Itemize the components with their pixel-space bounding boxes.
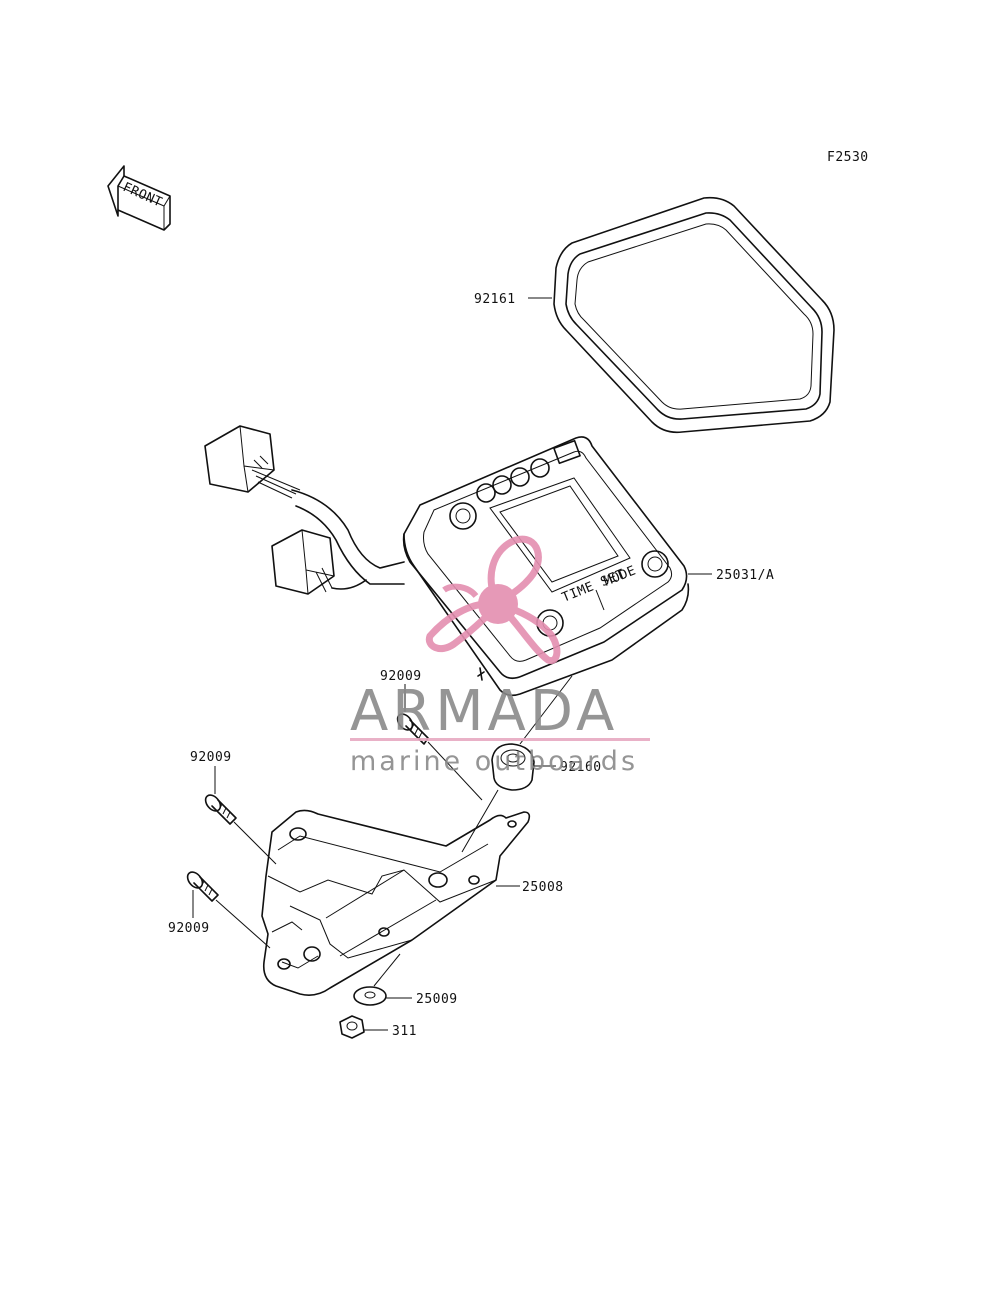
watermark-tagline: marine outboards: [350, 746, 638, 777]
part-label-grommet: 92160: [560, 760, 602, 775]
watermark: ARMADA marine outboards: [350, 535, 650, 777]
washer: [353, 986, 387, 1006]
watermark-rule: [350, 738, 650, 741]
wire-harness: [204, 425, 405, 595]
part-label-meter-assembly: 25031/A: [716, 568, 774, 583]
part-label-screw-left-lower: 92009: [168, 921, 210, 936]
front-arrow-icon: FRONT: [107, 165, 171, 231]
part-label-screw-upper: 92009: [380, 669, 422, 684]
bracket: [261, 809, 531, 996]
part-label-washer: 25009: [416, 992, 458, 1007]
part-label-nut: 311: [392, 1024, 417, 1039]
watermark-brand: ARMADA: [350, 679, 618, 744]
screw-left-lower: [186, 871, 219, 902]
grommet: [491, 743, 535, 791]
meter-cover: [553, 196, 835, 434]
screw-left-upper: [204, 794, 237, 825]
part-label-cover: 92161: [474, 292, 516, 307]
figure-code: F2530: [827, 150, 869, 165]
propeller-logo-icon: [425, 535, 561, 665]
part-label-bracket: 25008: [522, 880, 564, 895]
part-label-screw-left-upper: 92009: [190, 750, 232, 765]
nut: [339, 1015, 365, 1039]
